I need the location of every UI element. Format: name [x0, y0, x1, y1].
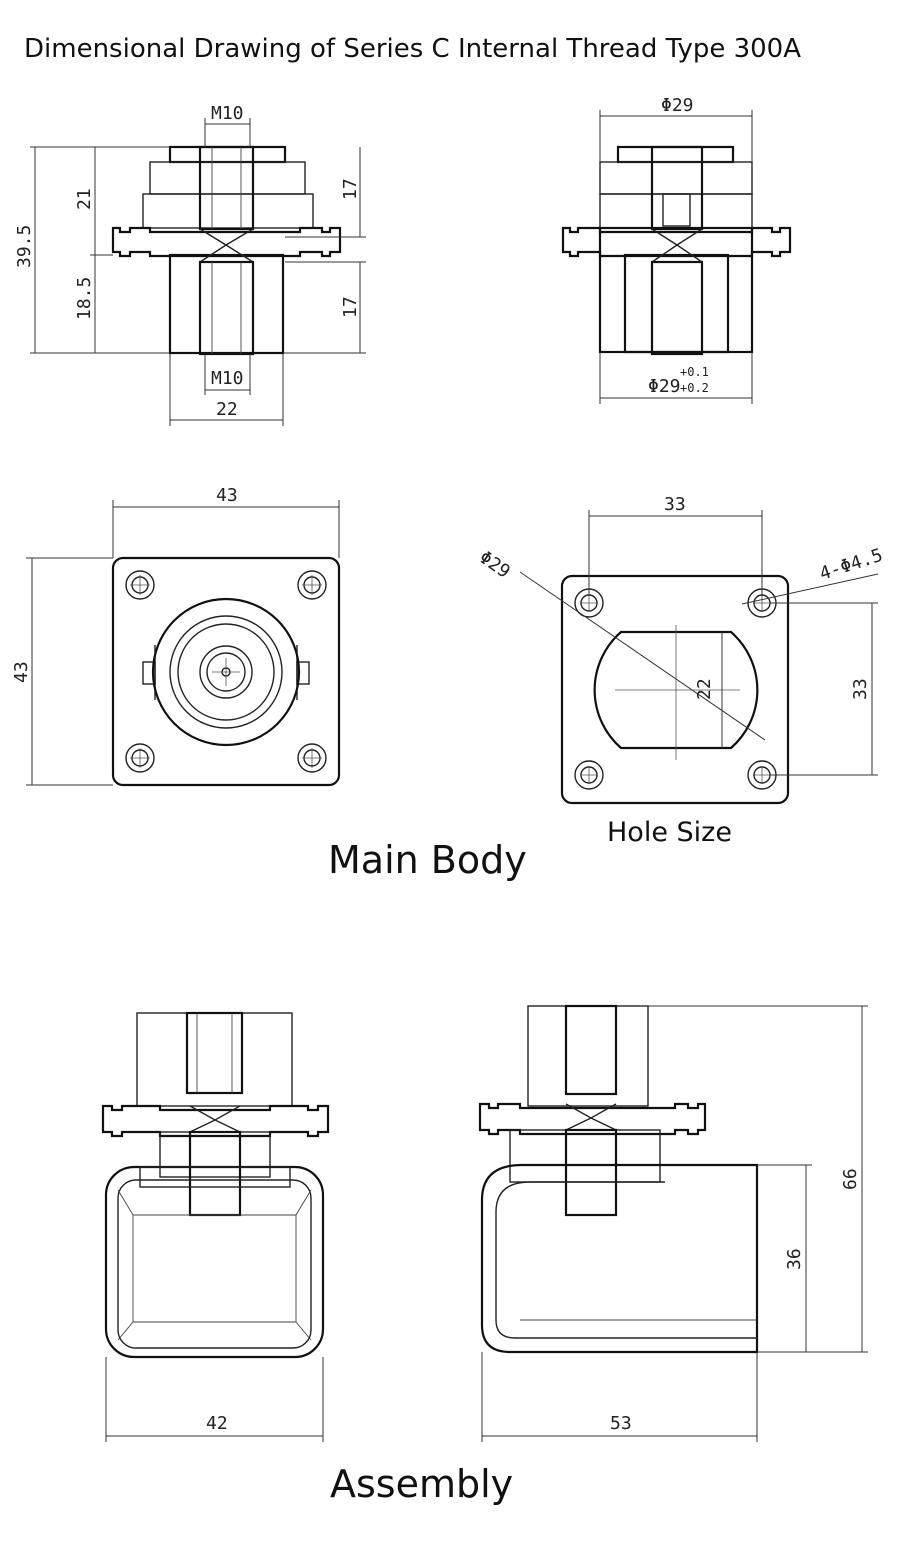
mount-hole-tr: [297, 570, 327, 600]
plan-view: 43 43: [11, 485, 341, 787]
dim-front-lower-height: 18.5: [74, 277, 95, 320]
dim-hole-pitch-y: 33: [850, 678, 871, 700]
dim-front-upper-17: 17: [340, 178, 361, 200]
dim-front-height-total: 39.5: [14, 225, 35, 268]
dim-side-dia-bottom: Φ29: [648, 376, 681, 397]
dim-side-tol-lower: +0.2: [680, 381, 709, 395]
dim-plan-height: 43: [11, 661, 32, 683]
mount-hole-br: [297, 743, 327, 773]
side-view: Φ29 Φ29 +0.1 +0.2: [561, 95, 792, 404]
dim-side-dia-top: Φ29: [661, 95, 694, 116]
dim-asm-total-height: 66: [840, 1168, 861, 1190]
page-title: Dimensional Drawing of Series C Internal…: [24, 34, 802, 64]
hole-size-label: Hole Size: [607, 817, 732, 848]
dim-hole-pitch-x: 33: [664, 494, 686, 515]
dim-front-width-22: 22: [216, 399, 238, 420]
hole-size-view: 33 33 22 Φ29 4-Φ4.5: [475, 494, 885, 805]
dim-asm-hood-height: 36: [784, 1248, 805, 1270]
assembly-front-view: 42: [101, 1011, 330, 1442]
mount-hole-bl: [125, 743, 155, 773]
dim-asm-width: 42: [206, 1413, 228, 1434]
dim-hole-count-dia: 4-Φ4.5: [817, 545, 885, 585]
dim-plan-width: 43: [216, 485, 238, 506]
assembly-label: Assembly: [330, 1462, 514, 1506]
main-body-label: Main Body: [328, 838, 527, 882]
dim-hole-dia: Φ29: [475, 547, 514, 583]
dim-side-tol-upper: +0.1: [680, 365, 709, 379]
dim-asm-depth: 53: [610, 1413, 632, 1434]
mount-hole-tl: [125, 570, 155, 600]
dim-front-m10-top: M10: [211, 103, 244, 124]
dim-hole-flat: 22: [694, 678, 715, 700]
dim-front-upper-height: 21: [74, 188, 95, 210]
assembly-side-view: 53 36 66: [478, 1004, 868, 1442]
dim-front-m10-bottom: M10: [211, 368, 244, 389]
front-view: M10 M10 22 39.5 21 18.5 17 17: [14, 103, 366, 426]
dim-front-lower-17: 17: [340, 296, 361, 318]
